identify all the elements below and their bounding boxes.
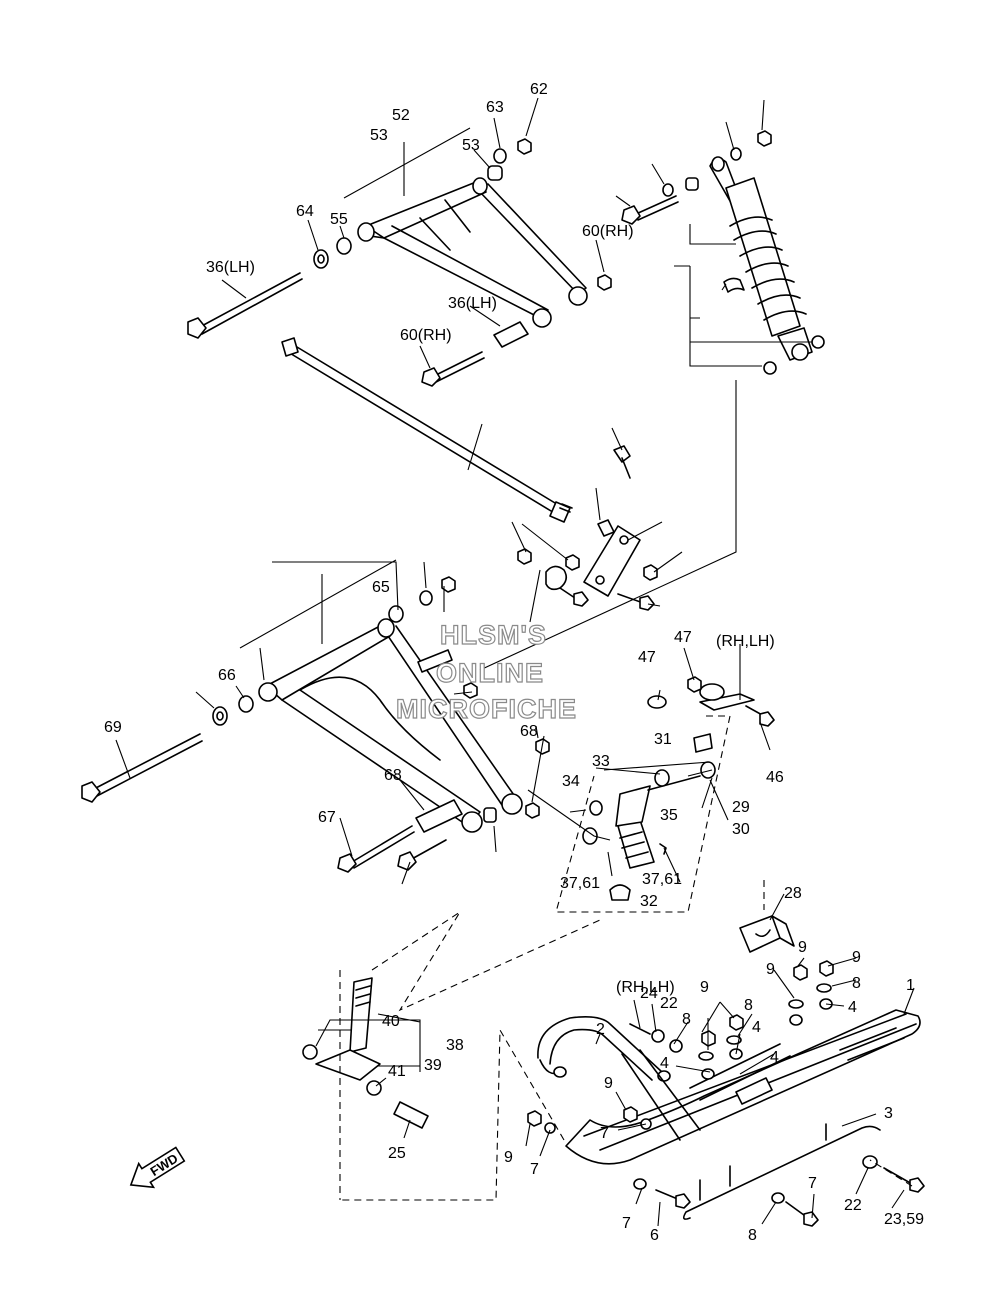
callout-28-top: 53 bbox=[462, 137, 480, 154]
callout-26: 47 bbox=[638, 649, 656, 666]
callout-17-55-top: 31 bbox=[654, 731, 672, 748]
callout-labels: 52 53 63 62 53 64 55 36(LH) 60(RH) 36(LH… bbox=[104, 81, 924, 1244]
callout-19-57-right: 35 bbox=[660, 807, 678, 824]
callout-38: 67 bbox=[318, 809, 336, 826]
ski-assembly bbox=[340, 880, 925, 1227]
callout-22-top: 40 bbox=[382, 1013, 400, 1030]
callout-10-b: 22 bbox=[844, 1197, 862, 1214]
callout-9-c: 9 bbox=[700, 979, 709, 996]
callout-27: 52 bbox=[392, 107, 410, 124]
callout-8-a: 8 bbox=[682, 1011, 691, 1028]
callout-40: 68 bbox=[384, 767, 402, 784]
callout-37-61-top: 65 bbox=[372, 579, 390, 596]
watermark: HLSM'S ONLINE MICROFICHE bbox=[395, 619, 577, 724]
callout-6: 7 bbox=[808, 1175, 817, 1192]
callout-32: 36(LH) bbox=[206, 259, 255, 276]
callout-9-d: 9 bbox=[852, 949, 861, 966]
callout-7-d: 8 bbox=[748, 1227, 757, 1244]
callout-29: 60(RH) bbox=[400, 327, 452, 344]
callout-14: (RH,LH) bbox=[616, 979, 675, 996]
callout-39: 68 bbox=[520, 723, 538, 740]
callout-20-58: 37,61 bbox=[642, 871, 682, 888]
callout-4-a: 4 bbox=[660, 1055, 669, 1072]
callout-9-a: 9 bbox=[504, 1149, 513, 1166]
callout-54: 30 bbox=[732, 821, 750, 838]
callout-17-55-bottom: 32 bbox=[640, 893, 658, 910]
callout-18-56-a: 33 bbox=[592, 753, 610, 770]
callout-10-a: 22 bbox=[660, 995, 678, 1012]
callout-4-d: 4 bbox=[848, 999, 857, 1016]
callout-37-61-left: 66 bbox=[218, 667, 236, 684]
callout-7-c: 7 bbox=[622, 1215, 631, 1232]
callout-23-59: (RH,LH) bbox=[716, 633, 775, 650]
fwd-arrow-icon: FWD bbox=[129, 1146, 186, 1189]
callout-8-d: 9 bbox=[766, 961, 775, 978]
callout-34: 63 bbox=[486, 99, 504, 116]
callout-28-left: 55 bbox=[330, 211, 348, 228]
upper-a-arm bbox=[187, 138, 612, 387]
leader-lines bbox=[115, 97, 915, 1227]
callout-7-a: 7 bbox=[530, 1161, 539, 1178]
callout-22-bottom: 41 bbox=[388, 1063, 406, 1080]
callout-9-b: 9 bbox=[604, 1075, 613, 1092]
callout-16: 29 bbox=[732, 799, 750, 816]
watermark-line-2: ONLINE bbox=[436, 658, 544, 688]
callout-35: 64 bbox=[296, 203, 314, 220]
callout-41: 69 bbox=[104, 719, 122, 736]
callout-8-b: 8 bbox=[744, 997, 753, 1014]
callout-33: 62 bbox=[530, 81, 548, 98]
callout-21: 38 bbox=[446, 1037, 464, 1054]
callout-21-rh-lh: 39 bbox=[424, 1057, 442, 1074]
callout-31: 36(LH) bbox=[448, 295, 497, 312]
callout-4-c: 4 bbox=[752, 1019, 761, 1036]
callout-3: 3 bbox=[884, 1105, 893, 1122]
callout-27-rh-lh: 53 bbox=[370, 127, 388, 144]
watermark-line-1: HLSM'S bbox=[440, 620, 547, 650]
shaft-62 bbox=[281, 337, 573, 523]
callout-15: 28 bbox=[784, 885, 802, 902]
callout-12: 24 bbox=[640, 985, 658, 1002]
shock-absorber bbox=[621, 130, 825, 375]
callout-2: 2 bbox=[596, 1021, 605, 1038]
callout-1: 1 bbox=[906, 977, 915, 994]
watermark-line-3: MICROFICHE bbox=[396, 694, 577, 724]
callout-5: 6 bbox=[650, 1227, 659, 1244]
callout-18-56-b: 34 bbox=[562, 773, 580, 790]
spindle-21 bbox=[302, 911, 601, 1200]
callout-8-c: 8 bbox=[852, 975, 861, 992]
callout-13: 25 bbox=[388, 1145, 406, 1162]
callout-19-57-left: 37,61 bbox=[560, 875, 600, 892]
lower-a-arm bbox=[81, 576, 550, 873]
callout-25: 47 bbox=[674, 629, 692, 646]
callout-11: 23,59 bbox=[884, 1211, 924, 1228]
callout-24: 46 bbox=[766, 769, 784, 786]
callout-7-b: 7 bbox=[600, 1125, 609, 1142]
linkage-arm bbox=[517, 445, 658, 611]
callout-30: 60(RH) bbox=[582, 223, 634, 240]
callout-4-b: 4 bbox=[770, 1049, 779, 1066]
callout-9-e: 9 bbox=[798, 939, 807, 956]
